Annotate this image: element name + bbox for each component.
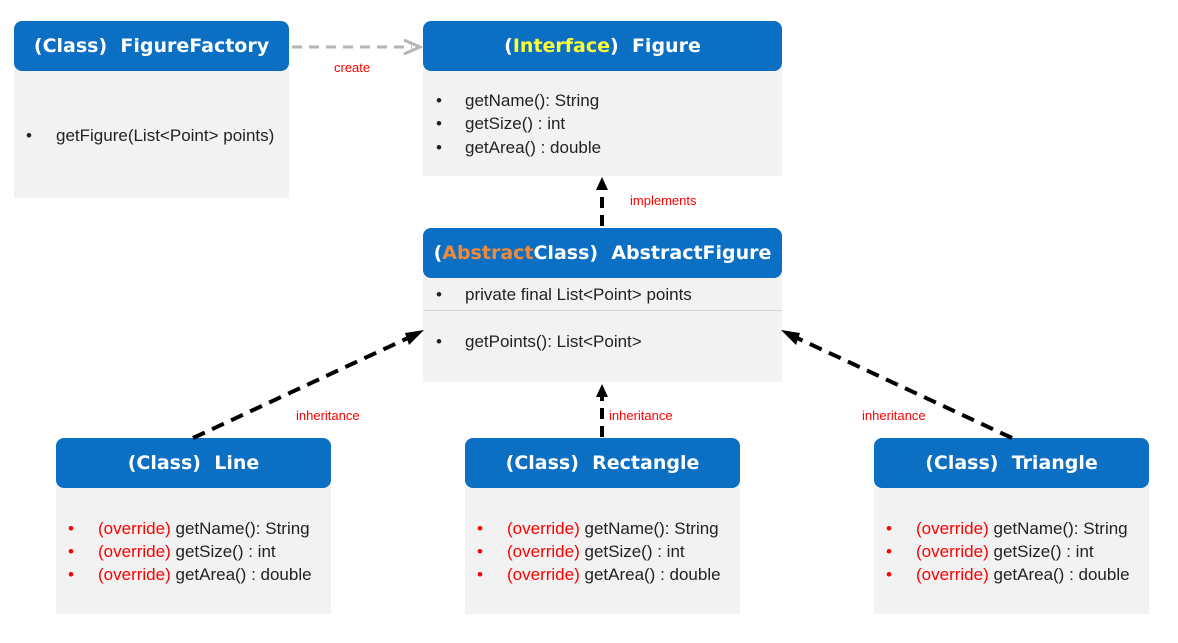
kind-interface: Interface <box>512 35 611 57</box>
inheritance-rectangle-arrow-head <box>596 384 608 397</box>
bullet: • <box>477 565 483 584</box>
class-header: (Interface) Figure <box>423 21 782 71</box>
method-text: (override) getName(): String <box>507 519 719 539</box>
abstract-class-abstractfigure: • private final List<Point> points • get… <box>423 228 782 382</box>
kind-close: ) <box>610 35 619 57</box>
class-body: • getName(): String • getSize() : int • … <box>423 67 782 176</box>
member-divider <box>423 310 782 311</box>
class-header: (Abstract Class) AbstractFigure <box>423 228 782 278</box>
bullet: • <box>436 114 442 133</box>
method-signature: getArea() : double <box>175 565 312 584</box>
bullet: • <box>886 542 892 561</box>
method-text: getName(): String <box>465 91 600 110</box>
bullet: • <box>436 138 442 157</box>
inheritance-triangle-arrow-head <box>781 330 800 345</box>
inheritance-triangle-label: inheritance <box>862 408 926 423</box>
class-body: • (override) getName(): String • (overri… <box>56 484 331 614</box>
kind-rest: Class) <box>533 242 599 264</box>
method-signature: getSize() : int <box>584 542 685 561</box>
method-text: (override) getSize() : int <box>98 542 276 562</box>
create-arrow-head <box>403 38 424 56</box>
class-body: • (override) getName(): String • (overri… <box>465 484 740 614</box>
class-name: Rectangle <box>592 452 700 474</box>
class-name: Line <box>214 452 260 474</box>
method-signature: getName(): String <box>993 519 1128 538</box>
method-text: (override) getName(): String <box>916 519 1128 539</box>
inheritance-line-arrow-head <box>405 330 424 345</box>
bullet: • <box>477 542 483 561</box>
bullet: • <box>886 519 892 538</box>
override-modifier: (override) <box>507 542 580 561</box>
class-kind: (Class) <box>127 452 201 474</box>
method-text: (override) getSize() : int <box>507 542 685 562</box>
class-kind: (Class) <box>33 35 108 57</box>
method-signature: getArea() : double <box>993 565 1130 584</box>
override-modifier: (override) <box>507 565 580 584</box>
create-label: create <box>334 60 371 75</box>
bullet: • <box>436 285 442 304</box>
field-text: private final List<Point> points <box>465 285 692 304</box>
method-text: (override) getName(): String <box>98 519 310 539</box>
bullet: • <box>436 332 442 351</box>
class-name: AbstractFigure <box>611 242 772 264</box>
method-text: (override) getArea() : double <box>916 565 1130 585</box>
kind-abstract: Abstract <box>442 242 534 264</box>
class-header: (Class) FigureFactory <box>14 21 289 71</box>
kind-open: ( <box>504 35 513 57</box>
class-header: (Class) Line <box>56 438 331 488</box>
class-body: • private final List<Point> points • get… <box>423 274 782 382</box>
override-modifier: (override) <box>98 542 171 561</box>
kind-open: ( <box>433 242 443 264</box>
inheritance-line-label: inheritance <box>296 408 360 423</box>
class-name: FigureFactory <box>120 35 270 57</box>
override-modifier: (override) <box>98 519 171 538</box>
method-text: getArea() : double <box>465 138 602 157</box>
method-text: (override) getArea() : double <box>507 565 721 585</box>
method-text: (override) getArea() : double <box>98 565 312 585</box>
bullet: • <box>68 565 74 584</box>
bullet: • <box>68 542 74 561</box>
inheritance-rectangle-label: inheritance <box>609 408 673 423</box>
bullet: • <box>68 519 74 538</box>
class-figurefactory: • getFigure(List<Point> points) (Class) … <box>14 21 289 198</box>
override-modifier: (override) <box>916 565 989 584</box>
method-signature: getSize() : int <box>993 542 1094 561</box>
method-signature: getName(): String <box>175 519 310 538</box>
interface-figure: • getName(): String • getSize() : int • … <box>423 21 782 176</box>
method-text: getSize() : int <box>465 114 566 133</box>
override-modifier: (override) <box>916 519 989 538</box>
class-body: • (override) getName(): String • (overri… <box>874 484 1149 614</box>
class-header: (Class) Triangle <box>874 438 1149 488</box>
override-modifier: (override) <box>916 542 989 561</box>
bullet: • <box>436 91 442 110</box>
class-header: (Class) Rectangle <box>465 438 740 488</box>
class-name: Triangle <box>1011 452 1098 474</box>
method-signature: getName(): String <box>584 519 719 538</box>
method-signature: getArea() : double <box>584 565 721 584</box>
bullet: • <box>477 519 483 538</box>
override-modifier: (override) <box>507 519 580 538</box>
class-name: Figure <box>631 35 701 57</box>
method-text: (override) getSize() : int <box>916 542 1094 562</box>
class-kind: (Class) <box>505 452 579 474</box>
implements-label: implements <box>630 193 697 208</box>
bullet: • <box>886 565 892 584</box>
class-line: • (override) getName(): String • (overri… <box>56 438 331 614</box>
class-triangle: • (override) getName(): String • (overri… <box>874 438 1149 614</box>
bullet: • <box>26 126 32 145</box>
class-body: • getFigure(List<Point> points) <box>14 67 289 198</box>
override-modifier: (override) <box>98 565 171 584</box>
method-signature: getSize() : int <box>175 542 276 561</box>
class-rectangle: • (override) getName(): String • (overri… <box>465 438 740 614</box>
implements-arrow-head <box>596 177 608 190</box>
class-kind: (Class) <box>925 452 999 474</box>
method-text: getFigure(List<Point> points) <box>56 126 275 145</box>
method-text: getPoints(): List<Point> <box>465 332 642 351</box>
